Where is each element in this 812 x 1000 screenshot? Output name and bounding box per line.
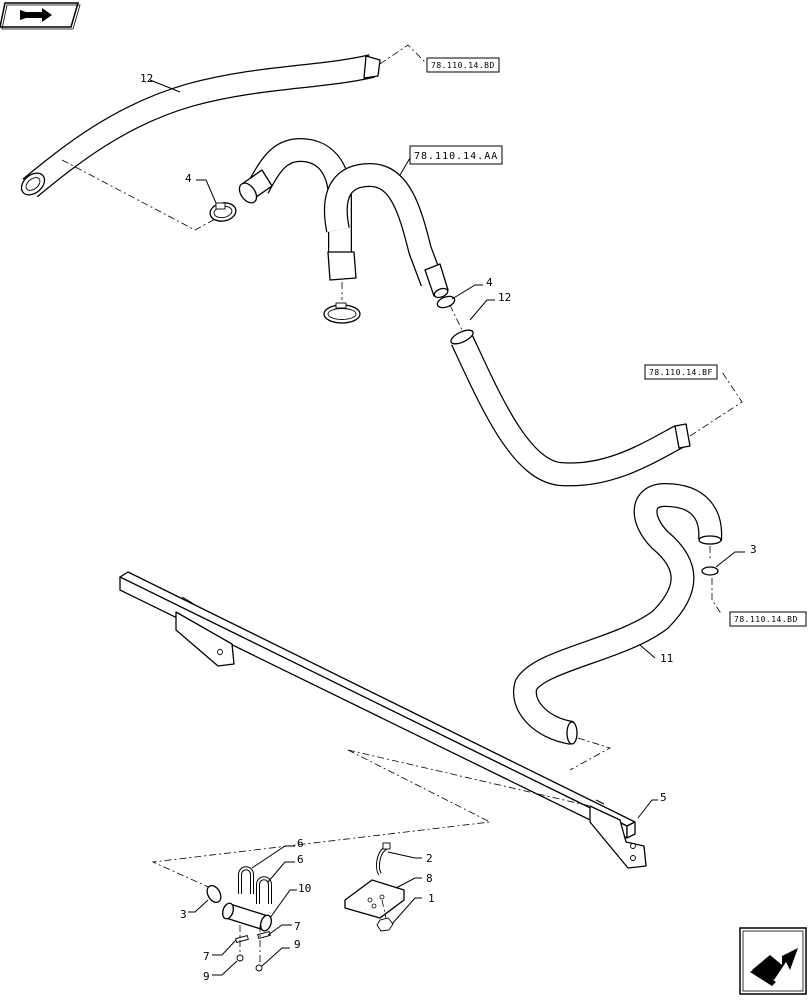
callout-9a: 9 — [203, 970, 210, 983]
callout-9b: 9 — [294, 938, 301, 951]
callout-3-left: 3 — [180, 908, 187, 921]
callout-1: 1 — [428, 892, 435, 905]
nut-9b — [255, 964, 263, 972]
callout-12-right: 12 — [498, 291, 511, 304]
clamp-4-right — [436, 295, 456, 309]
callout-10: 10 — [298, 882, 311, 895]
callout-5: 5 — [660, 791, 667, 804]
callout-4-right: 4 — [486, 276, 493, 289]
clamp-3-right — [701, 566, 719, 576]
clamp-3-left — [206, 884, 222, 904]
hose-12-mid — [450, 329, 691, 487]
u-bolt-6b — [256, 876, 272, 904]
callout-8: 8 — [426, 872, 433, 885]
sleeve-10 — [221, 902, 273, 932]
bolt-2 — [376, 842, 391, 876]
pipe-assembly-center — [238, 138, 449, 299]
previous-page-icon[interactable] — [0, 2, 81, 30]
callout-12-top: 12 — [140, 72, 153, 85]
callout-7b: 7 — [294, 920, 301, 933]
hose-12-upper — [20, 54, 381, 198]
next-page-icon[interactable] — [739, 927, 807, 995]
callout-2: 2 — [426, 852, 433, 865]
callout-7a: 7 — [203, 950, 210, 963]
plate-7a — [235, 934, 249, 944]
reference-box-lower[interactable]: 78.110.14.BD — [729, 611, 807, 627]
callout-6b: 6 — [297, 853, 304, 866]
reference-box-main[interactable]: 78.110.14.AA — [409, 145, 503, 165]
callout-6a: 6 — [297, 837, 304, 850]
crossbar-5 — [119, 571, 647, 869]
svg-text:78.110.14.BD: 78.110.14.BD — [431, 61, 495, 70]
callout-3-right: 3 — [750, 543, 757, 556]
plate-8 — [344, 879, 405, 919]
clamp-center-bottom — [323, 302, 361, 324]
svg-text:78.110.14.AA: 78.110.14.AA — [414, 151, 498, 162]
nut-1 — [376, 917, 394, 932]
callout-11: 11 — [660, 652, 673, 665]
svg-text:78.110.14.BF: 78.110.14.BF — [649, 368, 713, 377]
hose-11 — [512, 483, 723, 745]
reference-box-top[interactable]: 78.110.14.BD — [426, 57, 500, 73]
callout-4-left: 4 — [185, 172, 192, 185]
clamp-4-left — [209, 202, 237, 222]
u-bolt-6a — [238, 866, 254, 894]
svg-text:78.110.14.BD: 78.110.14.BD — [734, 615, 798, 624]
nut-9a — [236, 954, 244, 962]
reference-box-mid[interactable]: 78.110.14.BF — [644, 364, 718, 380]
